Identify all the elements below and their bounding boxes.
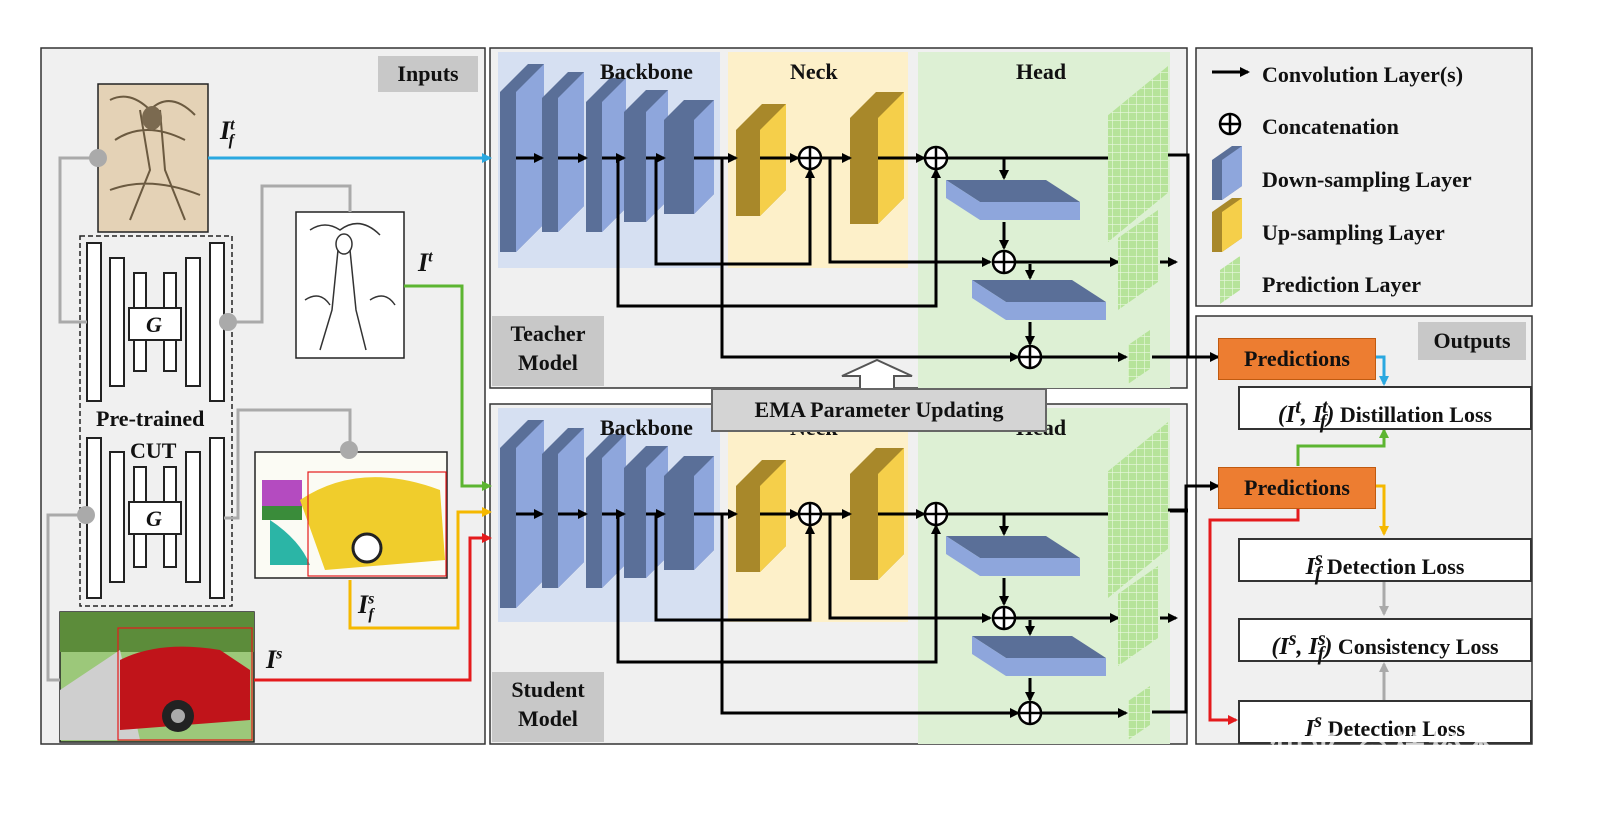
teacher-model-label: Teacher Model: [492, 316, 604, 386]
up-sampling-icon: [1212, 198, 1242, 252]
green-out: [1296, 428, 1389, 466]
teacher-head-down-2: [972, 280, 1106, 320]
yellow-out: [1376, 484, 1389, 536]
teacher-head-down-1: [946, 180, 1080, 220]
student-concat-2: [923, 501, 949, 527]
teacher-neck-1: [736, 104, 786, 216]
teacher-head-label: Head: [1016, 59, 1067, 84]
watermark: 知乎 @杜松杰: [1270, 730, 1500, 770]
student-backbone-label: Backbone: [600, 415, 693, 440]
student-concat-3: [991, 605, 1017, 631]
teacher-backbone-2: [542, 72, 584, 232]
distillation-loss-text: Distillation Loss: [1339, 402, 1493, 427]
student-neck-1: [736, 460, 786, 572]
student-model-label: Student Model: [492, 672, 604, 742]
red-out: [1208, 506, 1300, 725]
student-out-line: [1152, 481, 1220, 714]
student-backbone-4: [624, 446, 668, 578]
detection-loss-s-box: Is Detection Loss: [1238, 700, 1532, 744]
generator-label-top: G: [146, 312, 162, 337]
student-predictions: Predictions: [1218, 467, 1376, 509]
generator-label-bottom: G: [146, 506, 162, 531]
student-pred-small: [1128, 686, 1150, 740]
distillation-loss-box: (It, Itf) Distillation Loss: [1238, 386, 1532, 433]
prediction-icon: [1220, 256, 1240, 304]
student-concat-4: [1017, 700, 1043, 726]
green-line: [404, 284, 492, 491]
yellow-line: [348, 507, 492, 630]
label-if-t: Itf: [220, 116, 235, 150]
student-backbone-5: [664, 456, 714, 570]
student-neck-2: [850, 448, 904, 580]
teacher-concat-2: [923, 145, 949, 171]
blue-out: [1376, 355, 1389, 386]
teacher-neck-label: Neck: [790, 59, 838, 84]
teacher-concat-4: [1017, 344, 1043, 370]
down-sampling-icon: [1212, 146, 1242, 200]
detection-loss-s-text: Detection Loss: [1327, 716, 1466, 741]
student-concat-1: [797, 501, 823, 527]
outputs-title: Outputs: [1418, 322, 1526, 360]
teacher-pred-small: [1128, 330, 1150, 384]
label-i-s: Is: [266, 645, 283, 674]
legend-label-conv: Convolution Layer(s): [1262, 62, 1464, 87]
cut-label: CUT: [130, 438, 177, 463]
student-pred-medium: [1118, 566, 1158, 666]
line-art-image-i-t: [295, 211, 405, 359]
teacher-concat-3: [991, 249, 1017, 275]
legend-panel: [1195, 47, 1533, 307]
teacher-backbone-4: [624, 90, 668, 222]
teacher-predictions: Predictions: [1218, 338, 1376, 380]
consistency-loss-text: Consistency Loss: [1337, 634, 1499, 659]
student-backbone-3: [586, 434, 626, 588]
label-i-t: It: [418, 248, 433, 277]
detection-loss-f-box: Isf Detection Loss: [1238, 538, 1532, 585]
teacher-pred-medium: [1118, 210, 1158, 310]
student-head-down-2: [972, 636, 1106, 676]
stylized-image-if-s: [254, 451, 448, 579]
detection-loss-f-text: Detection Loss: [1326, 554, 1465, 579]
ema-label: EMA Parameter Updating: [711, 388, 1047, 432]
real-image-i-s: [59, 611, 255, 743]
student-head-down-1: [946, 536, 1080, 576]
teacher-backbone-5: [664, 100, 714, 214]
inputs-title: Inputs: [378, 56, 478, 92]
legend-label-up: Up-sampling Layer: [1262, 220, 1445, 245]
ema-arrow: [841, 358, 913, 390]
teacher-neck-2: [850, 92, 904, 224]
label-if-s: Isf: [358, 590, 375, 624]
sketch-image-if-t: [97, 83, 209, 233]
cut-box: [79, 235, 233, 607]
student-pred-large: [1108, 422, 1168, 598]
teacher-backbone-label: Backbone: [600, 59, 693, 84]
student-backbone-2: [542, 428, 584, 588]
outputs-panel: [1195, 315, 1533, 745]
consistency-loss-box: (Is, Isf) Consistency Loss: [1238, 618, 1532, 665]
teacher-pred-large: [1108, 66, 1168, 242]
legend-label-pred: Prediction Layer: [1262, 272, 1422, 297]
pretrained-label: Pre-trained: [96, 406, 205, 431]
concat-icon: [1218, 112, 1242, 136]
teacher-backbone-3: [586, 78, 626, 232]
teacher-concat-1: [797, 145, 823, 171]
generator-top: [86, 242, 225, 402]
legend-label-concat: Concatenation: [1262, 114, 1399, 139]
red-line: [254, 533, 492, 682]
legend-label-down: Down-sampling Layer: [1262, 167, 1472, 192]
